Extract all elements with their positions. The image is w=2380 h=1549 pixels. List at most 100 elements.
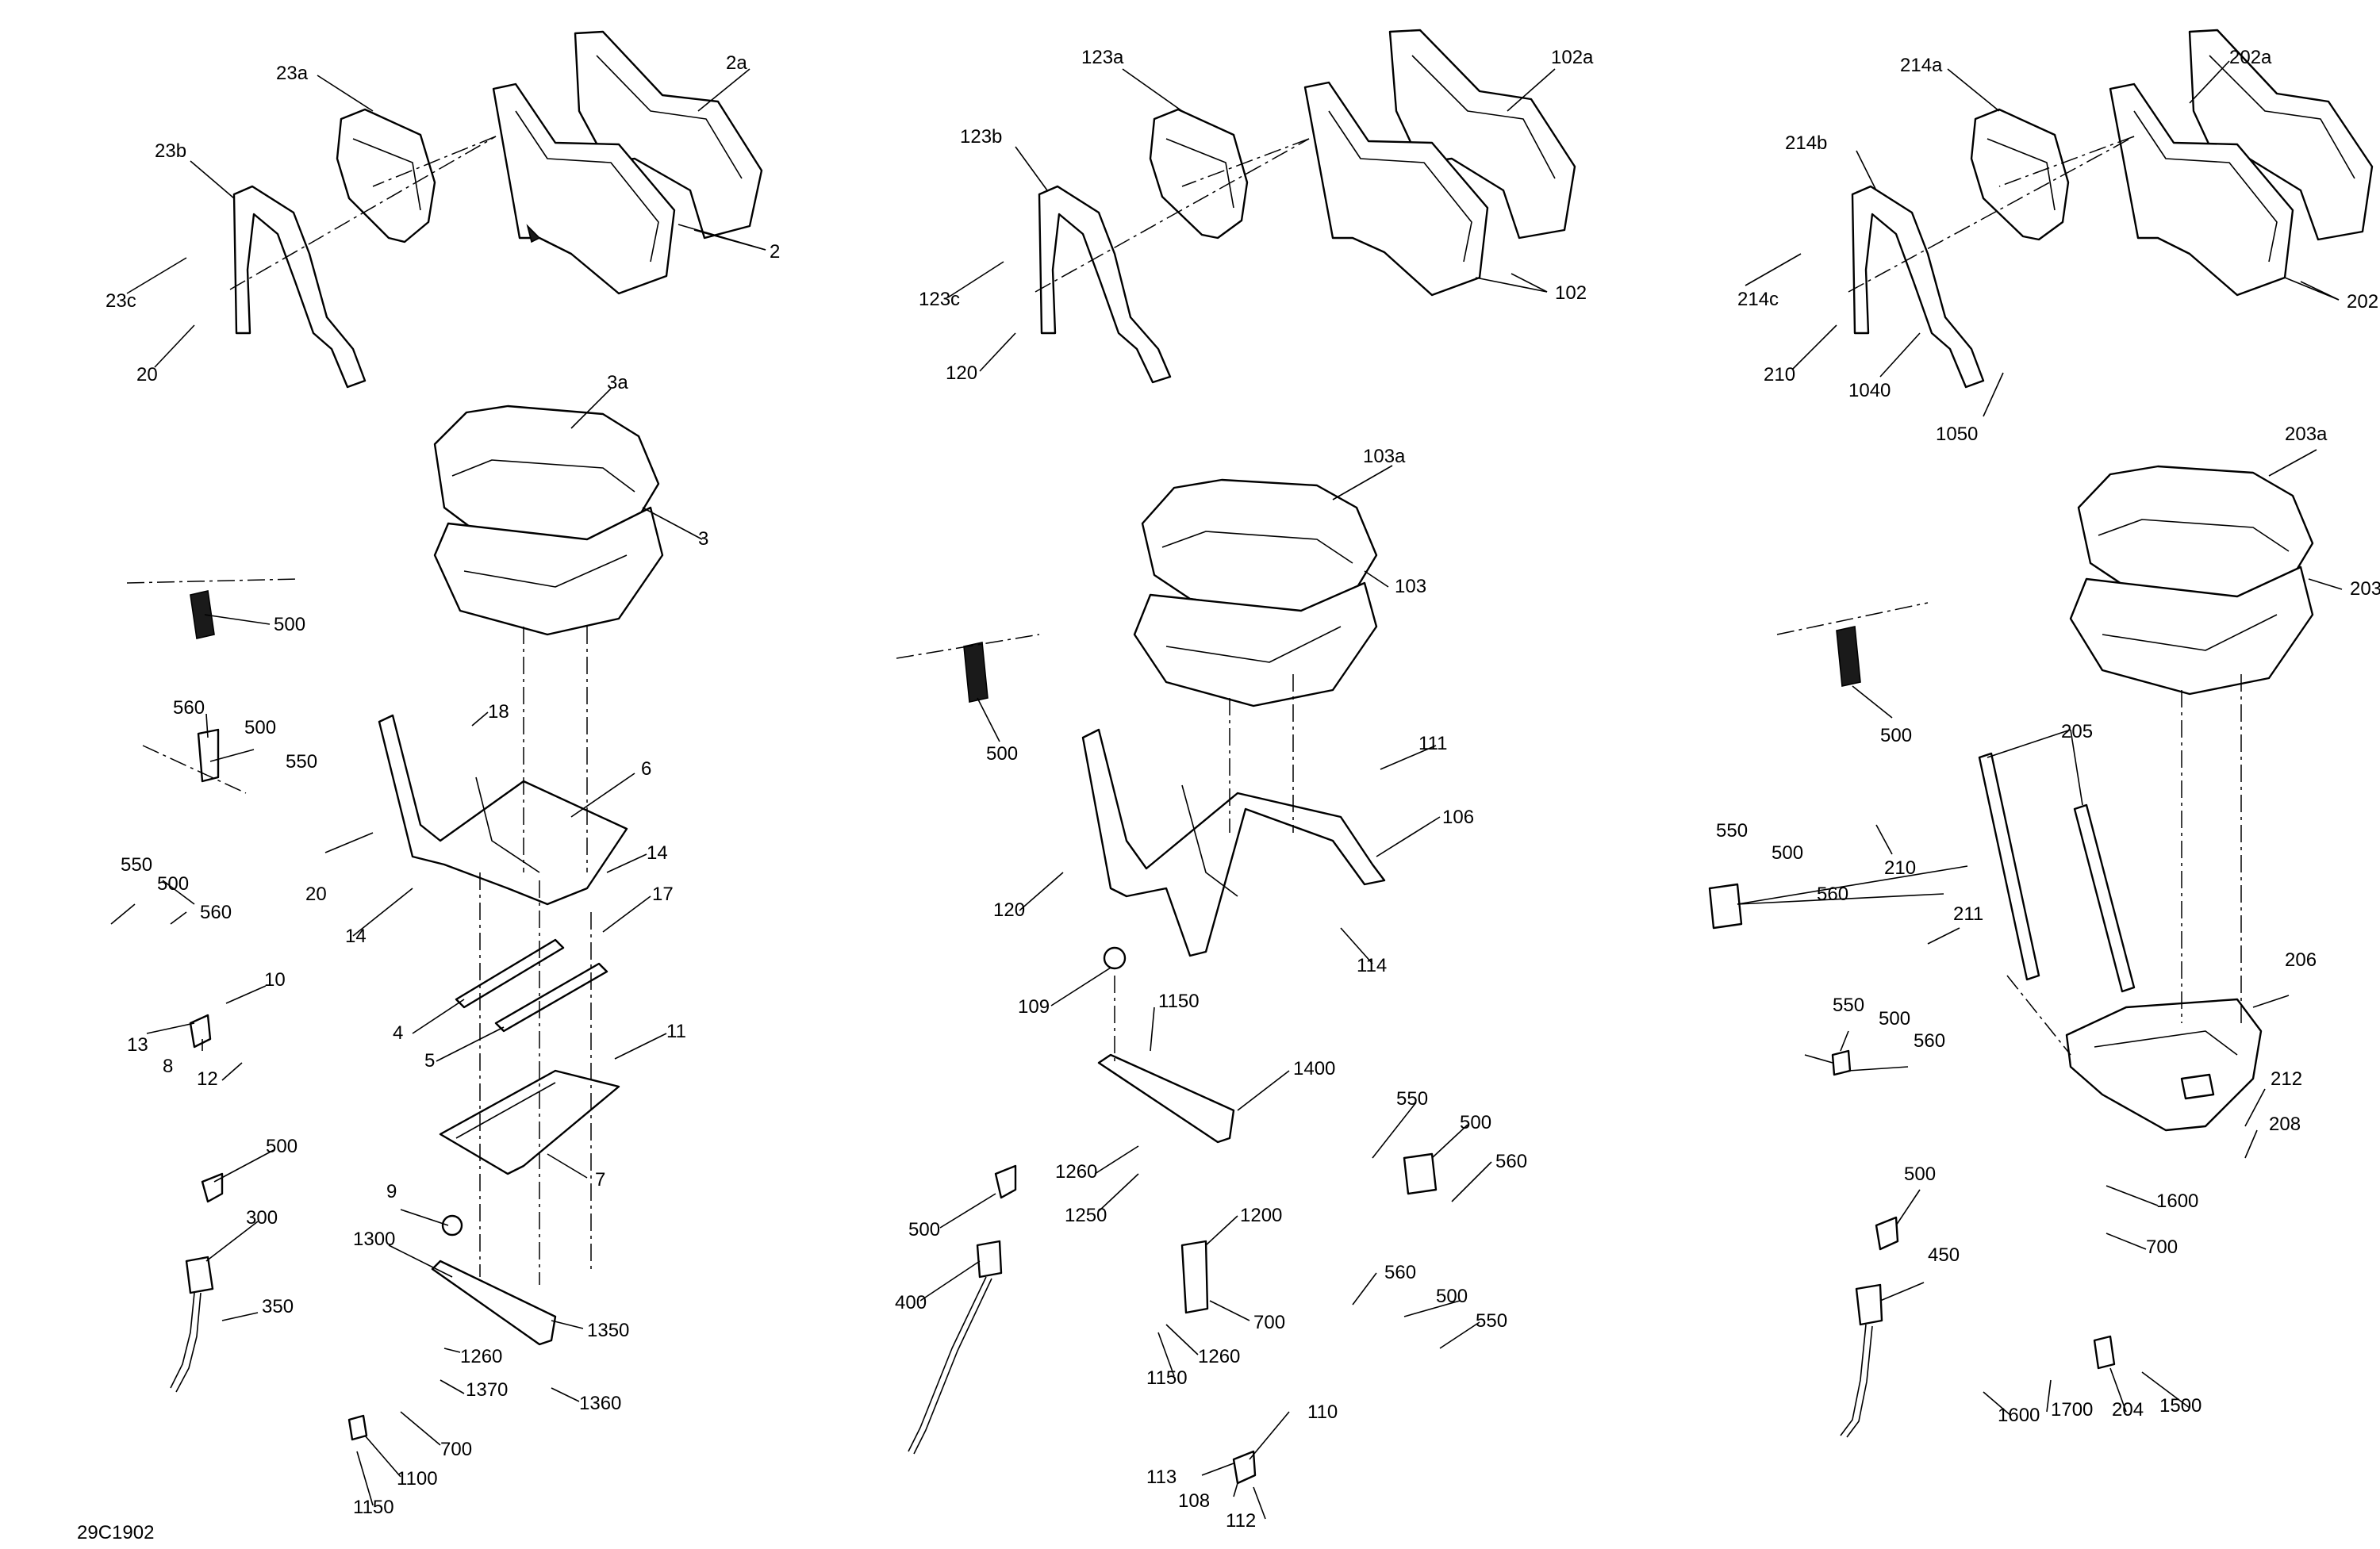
part-headrest-214a [1970, 108, 2070, 241]
callout-113: 113 [1146, 1467, 1177, 1488]
callout-500-l: 500 [1904, 1164, 1936, 1185]
callout-17: 17 [652, 884, 674, 905]
callout-1700: 1700 [2051, 1399, 2093, 1421]
callout-700-b: 700 [1253, 1312, 1285, 1333]
callout-550-a: 550 [286, 751, 317, 773]
callout-1400: 1400 [1293, 1058, 1335, 1079]
callout-560-f: 560 [1914, 1030, 1945, 1052]
part-clip-500-g [994, 1164, 1017, 1199]
callout-206: 206 [2285, 949, 2317, 971]
part-rails-4-5 [455, 938, 608, 1033]
callout-112: 112 [1226, 1510, 1256, 1532]
callout-500-k: 500 [1879, 1008, 1910, 1029]
part-retractor-500-a [190, 590, 215, 639]
callout-8: 8 [163, 1056, 173, 1077]
callout-1050: 1050 [1936, 424, 1978, 445]
callout-23a: 23a [276, 63, 309, 84]
callout-1100: 1100 [397, 1468, 438, 1490]
callout-123a: 123a [1081, 47, 1124, 68]
callout-5: 5 [424, 1050, 435, 1072]
part-bracket-8 [189, 1014, 212, 1049]
callout-14-b: 14 [345, 926, 367, 947]
callout-202a: 202a [2229, 47, 2272, 68]
callout-500-g: 500 [908, 1219, 940, 1240]
callout-550-c: 550 [1396, 1088, 1428, 1110]
callout-11: 11 [666, 1021, 686, 1042]
callout-1500: 1500 [2159, 1395, 2202, 1417]
part-buckle-500-f [1403, 1152, 1438, 1195]
part-frame-123b [1038, 185, 1172, 384]
callout-108: 108 [1178, 1490, 1210, 1512]
callout-13: 13 [127, 1034, 148, 1056]
callout-103: 103 [1395, 576, 1426, 597]
callout-205: 205 [2061, 721, 2093, 742]
callout-103a: 103a [1363, 446, 1406, 467]
part-belt-450 [1840, 1283, 1883, 1438]
callout-1200: 1200 [1240, 1205, 1282, 1226]
callout-110: 110 [1307, 1401, 1338, 1423]
callout-6: 6 [641, 758, 651, 780]
callout-212: 212 [2271, 1068, 2302, 1090]
callout-3a: 3a [607, 372, 628, 393]
callout-1260-c: 1260 [1198, 1346, 1240, 1367]
callout-560-b: 560 [200, 902, 232, 923]
callout-102: 102 [1555, 282, 1587, 304]
callout-700-c: 700 [2146, 1237, 2178, 1258]
callout-3: 3 [698, 528, 708, 550]
callout-20-top: 20 [136, 364, 158, 385]
part-base-7 [439, 1069, 620, 1175]
callout-210-top: 210 [1764, 364, 1795, 385]
callout-1150-b: 1150 [1158, 991, 1200, 1012]
part-base-206 [2065, 998, 2263, 1132]
callout-1040: 1040 [1848, 380, 1891, 401]
callout-550-d: 550 [1476, 1310, 1507, 1332]
part-seat-203 [2069, 465, 2314, 696]
part-seat-frame-106 [1081, 728, 1386, 957]
part-clip-500-b [197, 728, 220, 783]
part-clip-500-k [1831, 1049, 1852, 1076]
callout-102a: 102a [1551, 47, 1594, 68]
callout-300: 300 [246, 1207, 278, 1229]
part-spacer-109 [1103, 946, 1127, 970]
callout-labels: 23a 2a 23b 2 23c 20 3a 3 500 560 500 550… [77, 47, 2380, 1543]
callout-500-c: 500 [157, 873, 189, 895]
callout-18: 18 [488, 701, 509, 723]
callout-500-b: 500 [244, 717, 276, 738]
part-retractor-500-e [963, 642, 988, 703]
callout-350: 350 [262, 1296, 294, 1317]
callout-1600-b: 1600 [1998, 1405, 2040, 1426]
callout-560-e: 560 [1817, 884, 1848, 905]
figure-id: 29C1902 [77, 1522, 154, 1543]
part-spacer-9 [441, 1214, 463, 1237]
part-headrest-23a [336, 108, 436, 243]
callout-1250: 1250 [1065, 1205, 1107, 1226]
callout-700-a: 700 [440, 1439, 472, 1460]
part-rail-1300 [431, 1260, 557, 1346]
callout-10: 10 [264, 969, 286, 991]
callout-14-a: 14 [647, 842, 668, 864]
callout-550-b: 550 [121, 854, 152, 876]
callout-1300: 1300 [353, 1229, 395, 1250]
callout-214b: 214b [1785, 132, 1827, 154]
callout-1360: 1360 [579, 1393, 621, 1414]
callout-500-h: 500 [1436, 1286, 1468, 1307]
part-seat-3 [433, 405, 664, 636]
part-headrest-123a [1149, 108, 1249, 240]
callout-2: 2 [770, 241, 780, 263]
callout-500-e: 500 [986, 743, 1018, 765]
callout-500-a: 500 [274, 614, 305, 635]
callout-550-e: 550 [1716, 820, 1748, 842]
callout-560-c: 560 [1495, 1151, 1527, 1172]
part-retractor-500-i [1836, 626, 1861, 687]
callout-123b: 123b [960, 126, 1002, 148]
callout-1600-a: 1600 [2156, 1191, 2198, 1212]
middle-seat-assembly [896, 29, 1576, 1485]
leader-lines [110, 60, 2343, 1520]
callout-202: 202 [2347, 291, 2378, 312]
callout-550-f: 550 [1833, 995, 1864, 1016]
callout-203a: 203a [2285, 424, 2328, 445]
callout-210-mid: 210 [1884, 857, 1916, 879]
callout-214a: 214a [1900, 55, 1943, 76]
callout-120-top: 120 [946, 362, 977, 384]
